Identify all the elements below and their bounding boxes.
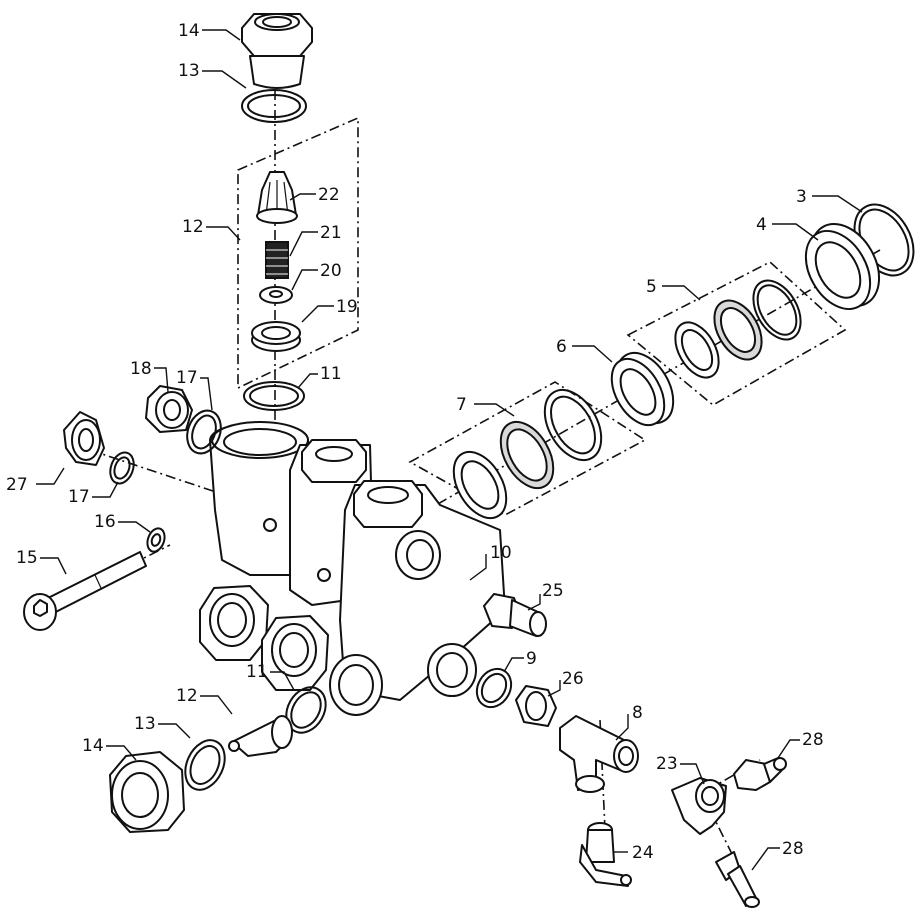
part-19-valve-seat: [251, 321, 301, 352]
part-27-fitting: [63, 411, 105, 466]
part-14-bottom-plug: [109, 751, 185, 833]
callout-labels: 3 4 5 6 7 8 9 10 11 11 12 12 13 13 14 14…: [6, 21, 824, 863]
callout-26: 26: [562, 669, 584, 689]
callout-17-lower: 17: [68, 487, 90, 507]
callout-16: 16: [94, 512, 116, 532]
callout-22: 22: [318, 185, 340, 205]
callout-13-bottom: 13: [134, 714, 156, 734]
part-5-seal-kit: [674, 279, 802, 379]
part-12-bottom-valve: [228, 715, 293, 757]
part-28-lower-barb: [715, 851, 760, 908]
part-24-valve: [579, 822, 632, 887]
callout-11-bottom: 11: [246, 662, 268, 682]
part-21-spring: [265, 241, 289, 279]
callout-23: 23: [656, 754, 678, 774]
part-16-washer: [146, 527, 166, 553]
part-25-fitting: [483, 593, 547, 637]
part-17-upper-oring: [186, 409, 222, 455]
callout-11-top: 11: [320, 364, 342, 384]
callout-15: 15: [16, 548, 38, 568]
part-15-bolt: [23, 551, 147, 631]
part-6-seal-retainer: [610, 351, 675, 427]
part-8-tee: [559, 715, 639, 793]
callout-28-lower: 28: [782, 839, 804, 859]
callout-7: 7: [456, 395, 467, 415]
part-18-plug: [145, 385, 193, 433]
callout-8: 8: [632, 703, 643, 723]
callout-12-bottom: 12: [176, 686, 198, 706]
callout-24: 24: [632, 843, 654, 863]
part-9-oring: [475, 667, 513, 709]
part-22-valve-cage: [256, 171, 298, 224]
callout-6: 6: [556, 337, 567, 357]
part-23-tee: [671, 777, 727, 835]
callout-27: 27: [6, 475, 28, 495]
part-11-top-oring: [243, 381, 305, 411]
callout-5: 5: [646, 277, 657, 297]
part-11-bottom-oring: [285, 686, 327, 734]
part-14-top-plug: [241, 13, 313, 89]
callout-19: 19: [336, 297, 358, 317]
callout-13-top: 13: [178, 61, 200, 81]
part-17-lower-oring: [109, 451, 135, 485]
part-26-adapter: [515, 685, 557, 727]
callout-12-top: 12: [182, 217, 204, 237]
part-7-seal-kit: [452, 388, 603, 520]
part-28-upper-barb: [733, 757, 787, 791]
part-4-retainer: [804, 223, 881, 310]
callout-10: 10: [490, 543, 512, 563]
callout-21: 21: [320, 223, 342, 243]
callout-14-bottom: 14: [82, 736, 104, 756]
part-13-top-oring: [241, 89, 307, 123]
callout-20: 20: [320, 261, 342, 281]
callout-28-upper: 28: [802, 730, 824, 750]
callout-3: 3: [796, 187, 807, 207]
callout-9: 9: [526, 649, 537, 669]
callout-14-top: 14: [178, 21, 200, 41]
leader-lines: [36, 29, 863, 871]
callout-17-upper: 17: [176, 368, 198, 388]
part-20-valve-disc: [259, 286, 293, 304]
part-13-bottom-oring: [184, 739, 226, 791]
callout-4: 4: [756, 215, 767, 235]
callout-18: 18: [130, 359, 152, 379]
group-box-12: [237, 116, 359, 390]
callout-25: 25: [542, 581, 564, 601]
group-box-5: [626, 261, 847, 406]
